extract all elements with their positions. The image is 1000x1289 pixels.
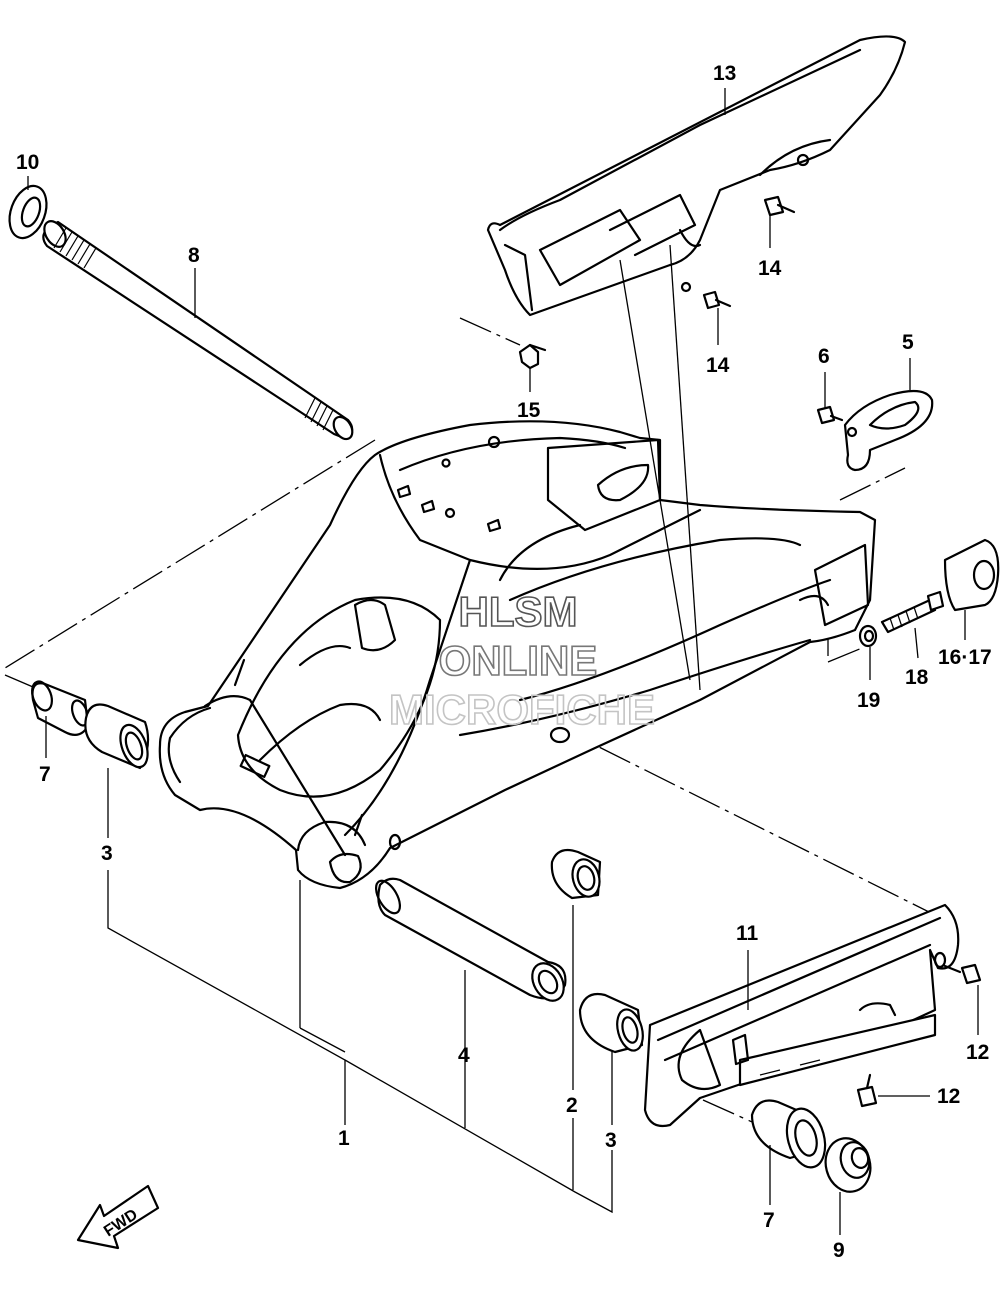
callout-labels: 1 2 3 3 4 5 6 7 7 8 9 10 11 12 12 13 14 … bbox=[16, 62, 992, 1262]
callout-14-upper: 14 bbox=[758, 257, 782, 280]
part-14-bolt-upper bbox=[763, 195, 796, 217]
part-7-collar-right bbox=[750, 1099, 827, 1169]
part-11-chain-buffer bbox=[643, 903, 960, 1128]
part-2-needle-bearing bbox=[550, 848, 602, 900]
fwd-arrow-icon: FWD bbox=[76, 1184, 160, 1250]
part-14-bolt-lower bbox=[702, 290, 732, 310]
watermark-line-2: ONLINE bbox=[439, 637, 598, 684]
part-13-chain-case bbox=[486, 35, 907, 317]
callout-14-lower: 14 bbox=[706, 354, 730, 377]
callout-12-lower: 12 bbox=[937, 1085, 960, 1108]
part-3-sleeve-left bbox=[84, 703, 150, 770]
watermark: HLSM ONLINE MICROFICHE bbox=[388, 587, 656, 734]
callout-6: 6 bbox=[818, 345, 830, 368]
part-6-bolt bbox=[816, 405, 844, 425]
callout-11: 11 bbox=[736, 922, 759, 945]
part-12-screw-upper bbox=[943, 963, 982, 985]
callout-5: 5 bbox=[902, 331, 914, 354]
callout-10: 10 bbox=[16, 151, 39, 174]
part-10-nut bbox=[8, 184, 48, 240]
callout-4: 4 bbox=[458, 1044, 470, 1067]
callout-8: 8 bbox=[188, 244, 200, 267]
leader-lines bbox=[27, 88, 979, 1235]
callout-13: 13 bbox=[713, 62, 736, 85]
callout-19: 19 bbox=[857, 689, 880, 712]
callout-12-upper: 12 bbox=[966, 1041, 989, 1064]
part-1-swingarm bbox=[158, 420, 877, 890]
part-12-screw-lower bbox=[856, 1073, 878, 1108]
watermark-line-3: MICROFICHE bbox=[389, 686, 655, 733]
callout-7-right: 7 bbox=[763, 1209, 775, 1232]
callout-3-left: 3 bbox=[101, 842, 113, 865]
part-3-sleeve-right bbox=[578, 992, 644, 1054]
part-4-spacer-tube bbox=[374, 877, 567, 1002]
callout-15: 15 bbox=[517, 399, 541, 422]
part-5-bracket-plate bbox=[843, 389, 934, 472]
callout-16-17: 16·17 bbox=[938, 646, 992, 669]
watermark-line-1: HLSM bbox=[459, 588, 578, 635]
part-18-adjuster-bolt bbox=[880, 590, 945, 634]
callout-3-right: 3 bbox=[605, 1129, 617, 1152]
callout-2: 2 bbox=[566, 1094, 578, 1117]
part-7-collar-left bbox=[31, 680, 90, 737]
part-8-pivot-shaft bbox=[42, 220, 354, 441]
callout-18: 18 bbox=[905, 666, 929, 689]
part-16-17-adjuster-block bbox=[943, 538, 1000, 612]
part-15-clip bbox=[518, 343, 547, 370]
callout-1: 1 bbox=[338, 1127, 350, 1150]
callout-9: 9 bbox=[833, 1239, 845, 1262]
callout-7-left: 7 bbox=[39, 763, 51, 786]
part-9-nut bbox=[824, 1137, 872, 1193]
part-19-nut bbox=[858, 624, 878, 648]
